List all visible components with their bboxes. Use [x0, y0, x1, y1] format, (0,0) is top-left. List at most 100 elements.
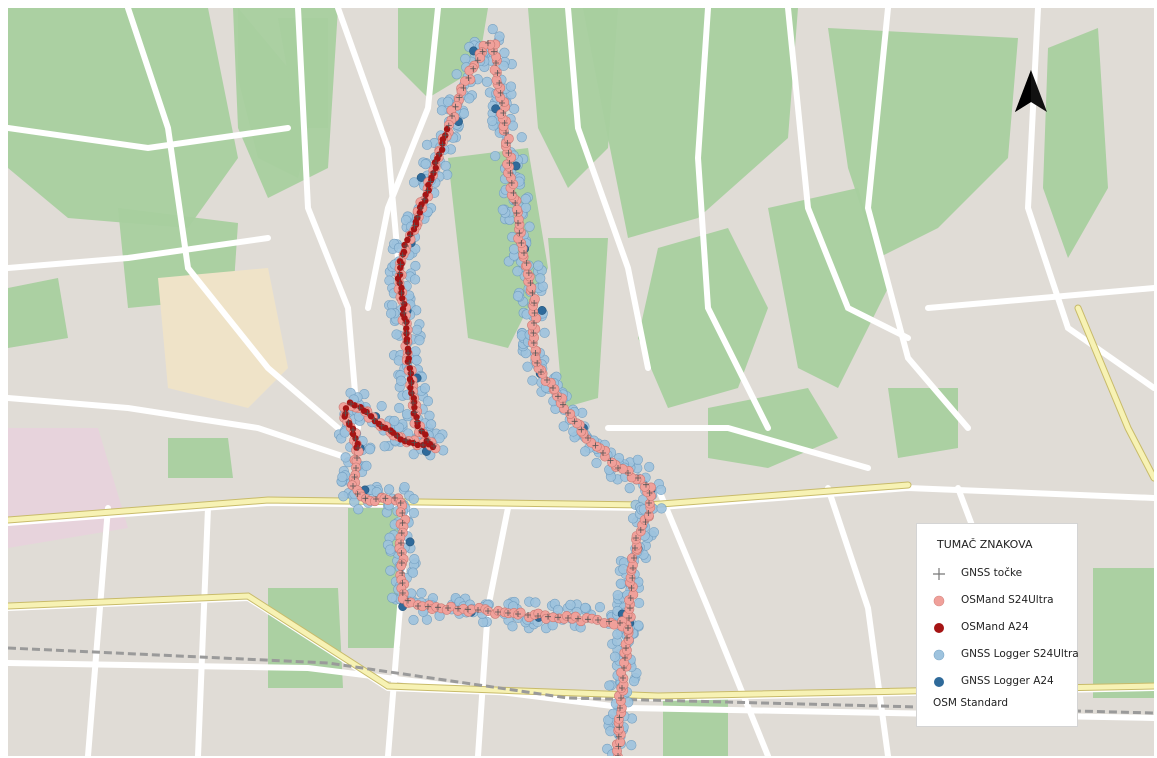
gnss-point-cross	[565, 410, 571, 416]
gnss-point-cross	[503, 130, 509, 136]
gnss-point-cross	[646, 500, 652, 506]
osmand-a24-point	[342, 405, 350, 412]
osmand-a24-point	[401, 241, 408, 249]
legend-item-osmand-a24: OSMand A24	[931, 618, 1077, 638]
osmand-a24-point	[371, 418, 379, 425]
gnss-point-cross	[491, 48, 497, 55]
legend-item-gnss-logger-s24ultra: GNSS Logger S24Ultra	[931, 645, 1079, 665]
map-canvas[interactable]: TUMAČ ZNAKOVA GNSS točke OSMand S24Ultra…	[8, 8, 1154, 756]
gnss-logger-s24ultra-point	[527, 375, 538, 386]
gnss-point-cross	[530, 340, 537, 346]
gnss-point-cross	[521, 250, 527, 256]
legend-label: OSMand S24Ultra	[961, 594, 1054, 606]
gnss-point-cross	[615, 465, 621, 471]
gnss-point-cross	[627, 595, 634, 601]
gnss-point-cross	[531, 320, 537, 326]
osmand-a24-point	[411, 404, 418, 411]
gnss-logger-s24ultra-point	[490, 150, 501, 162]
legend-item-gnss-points: GNSS točke	[931, 564, 1077, 584]
gnss-logger-s24ultra-point	[505, 81, 517, 92]
gnss-point-cross	[382, 495, 389, 502]
gnss-point-cross	[512, 200, 519, 206]
osmand-a24-point	[341, 413, 348, 420]
gnss-point-cross	[628, 585, 635, 591]
gnss-point-cross	[455, 605, 461, 612]
gnss-point-cross	[633, 535, 639, 541]
gnss-point-cross	[418, 427, 425, 434]
gnss-logger-s24ultra-point	[414, 335, 425, 346]
gnss-logger-s24ultra-point	[591, 457, 602, 469]
gnss-point-cross	[456, 94, 463, 101]
osmand-a24-point	[425, 441, 432, 448]
legend-label: GNSS Logger A24	[961, 675, 1054, 687]
gnss-logger-s24ultra-point	[535, 273, 546, 284]
street	[605, 425, 871, 471]
gnss-point-cross	[600, 450, 606, 456]
gnss-logger-s24ultra-point	[533, 260, 544, 271]
gnss-logger-s24ultra-point	[451, 69, 462, 80]
park-area	[888, 388, 958, 458]
street	[8, 395, 351, 461]
gnss-point-cross	[616, 724, 623, 731]
gnss-point-cross	[506, 160, 513, 166]
gnss-point-cross	[408, 380, 415, 386]
gnss-point-cross	[424, 187, 431, 194]
gnss-point-cross	[386, 428, 393, 435]
gnss-point-cross	[585, 616, 591, 623]
secondary-road	[8, 482, 911, 523]
gnss-point-cross	[555, 614, 561, 621]
gnss-logger-s24ultra-point	[497, 204, 508, 215]
gnss-logger-s24ultra-point	[612, 629, 623, 640]
gnss-point-cross	[470, 65, 477, 72]
street	[85, 505, 111, 756]
gnss-point-cross	[465, 606, 471, 613]
gnss-logger-s24ultra-point	[580, 602, 591, 613]
gnss-point-cross	[398, 540, 404, 546]
gnss-point-cross	[501, 120, 508, 126]
gnss-point-cross	[398, 530, 405, 536]
gnss-logger-s24ultra-point	[399, 481, 410, 493]
gnss-point-cross	[525, 270, 532, 276]
gnss-logger-s24ultra-point	[512, 290, 524, 302]
gnss-logger-s24ultra-point	[387, 592, 398, 603]
gnss-point-cross	[516, 230, 523, 236]
gnss-point-cross	[504, 140, 511, 146]
gnss-logger-s24ultra-point	[594, 601, 606, 613]
gnss-point-cross	[398, 560, 405, 566]
osmand-a24-point	[414, 422, 421, 430]
osmand-a24-point	[367, 413, 375, 420]
gnss-point-cross	[399, 510, 406, 516]
gnss-point-cross	[412, 409, 418, 416]
gnss-logger-s24ultra-point	[421, 139, 433, 150]
gnss-point-cross	[435, 604, 441, 611]
gnss-point-cross	[354, 455, 360, 461]
gnss-logger-s24ultra-point	[408, 614, 419, 626]
gnss-logger-a24-point	[416, 172, 426, 182]
gnss-point-cross	[445, 605, 451, 611]
map-svg[interactable]	[8, 8, 1154, 756]
gnss-logger-s24ultra-point	[385, 544, 396, 555]
gnss-point-cross	[531, 300, 538, 306]
gnss-point-cross	[499, 100, 505, 106]
secondary-road	[8, 593, 1154, 699]
gnss-logger-s24ultra-point	[487, 23, 498, 35]
park-area	[548, 238, 608, 408]
gnss-logger-s24ultra-point	[481, 76, 493, 87]
gnss-point-cross	[427, 178, 434, 185]
gnss-logger-s24ultra-point	[408, 449, 419, 460]
gnss-point-cross	[371, 416, 378, 423]
gnss-point-cross	[515, 220, 521, 226]
gnss-point-cross	[531, 310, 538, 316]
park-area	[168, 438, 233, 478]
osmand-a24-point	[346, 421, 353, 428]
north-arrow-icon	[1014, 70, 1048, 114]
legend-title: TUMAČ ZNAKOVA	[937, 538, 1033, 551]
gnss-point-cross	[475, 607, 481, 613]
gnss-point-cross	[646, 490, 653, 496]
gnss-point-cross	[625, 470, 631, 476]
gnss-logger-s24ultra-point	[624, 482, 635, 494]
gnss-logger-s24ultra-point	[422, 396, 434, 407]
osmand-a24-point	[403, 318, 410, 326]
gnss-point-cross	[538, 369, 544, 375]
gnss-logger-s24ultra-point	[385, 565, 396, 576]
